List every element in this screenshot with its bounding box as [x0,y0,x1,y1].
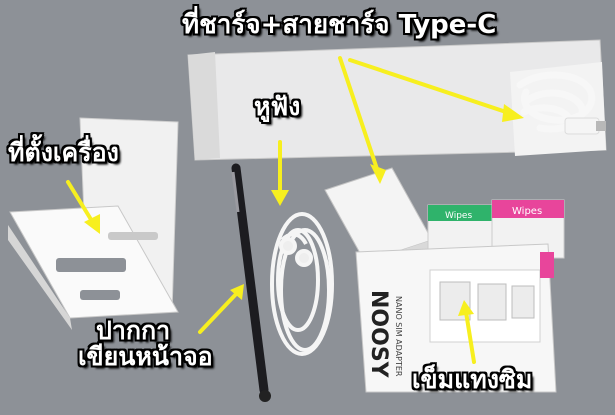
sim-adapter-brand: NOOSY [366,290,391,379]
usb-cable [516,71,606,135]
arrow-to-stand [66,180,97,228]
phone-stand [8,117,179,330]
arrow-to-sim-pin-head [458,300,474,316]
arrow-to-cable-head [502,104,524,122]
label-stylus: ปากกา เขียนหน้าจอ [78,316,213,372]
label-charger-and-cable: ที่ชาร์จ+สายชาร์จ Type-C [182,10,497,40]
annotation-arrows [66,56,524,364]
label-sim-pin: เข็มแทงซิม [412,365,533,394]
label-stylus-line2: เขียนหน้าจอ [78,342,213,372]
stylus-pen [231,163,271,402]
arrow-to-stylus [198,290,240,334]
wipes-label-pink: Wipes [512,206,542,217]
sim-adapter-subtitle: NANO SIM ADAPTER [394,296,403,377]
charger-box [187,39,607,161]
arrow-to-adapter [338,56,380,174]
wipes-label-green: Wipes [445,211,472,221]
sim-adapter-package: NOOSY NANO SIM ADAPTER [355,243,557,393]
label-earphones: หูฟัง [254,92,301,121]
earphones [270,212,334,356]
arrow-to-stylus-head [230,284,244,300]
arrow-to-adapter-head [370,164,386,184]
label-phone-stand: ที่ตั้งเครื่อง [8,138,119,167]
arrow-to-cable [348,58,514,116]
label-stylus-line1: ปากกา [96,316,171,345]
arrow-to-stand-head [84,214,100,234]
arrow-to-earphones-head [271,190,289,206]
arrow-to-sim-pin [464,310,476,364]
